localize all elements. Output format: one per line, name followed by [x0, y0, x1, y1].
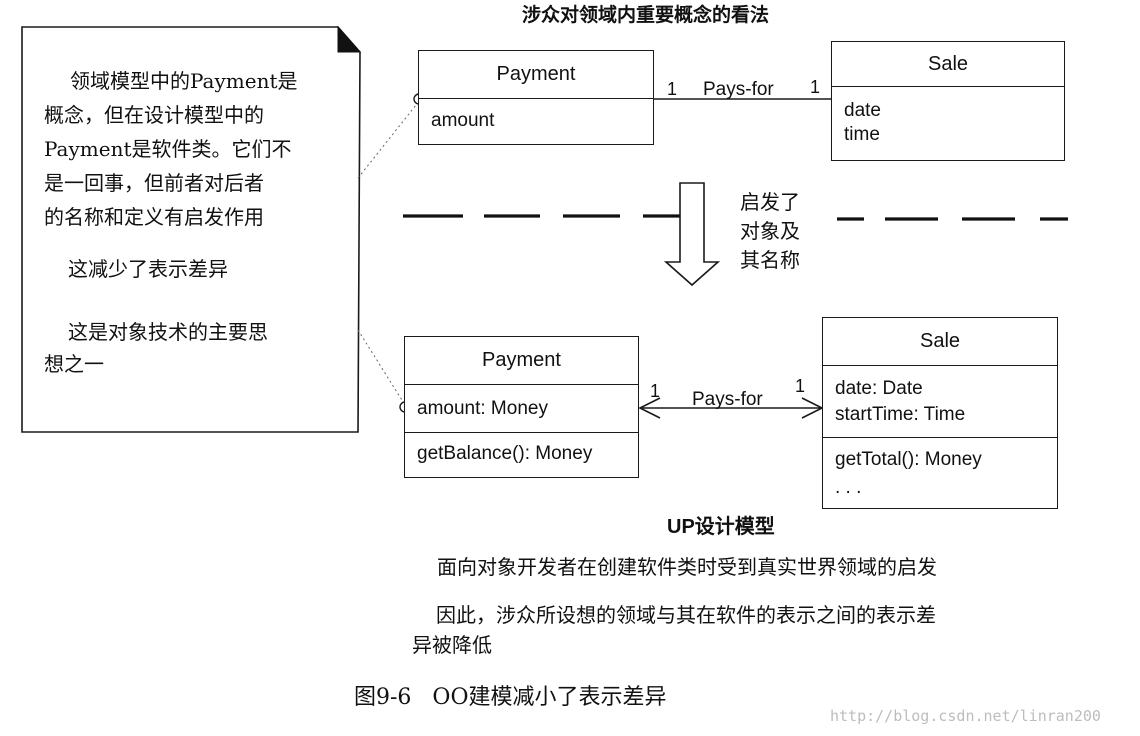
inspiration-label-line: 其名称: [740, 248, 800, 272]
note-anchor-bottom: [357, 329, 406, 406]
stakeholder-view-title: 涉众对领域内重要概念的看法: [522, 4, 770, 26]
note-anchor-top: [357, 99, 421, 179]
watermark-url: http://blog.csdn.net/linran200: [830, 707, 1101, 725]
description-line: 因此，涉众所设想的领域与其在软件的表示之间的表示差: [436, 603, 936, 627]
note-line: 是一回事，但前者对后者: [44, 171, 264, 195]
attribute: startTime: Time: [835, 404, 966, 425]
note-line: 这是对象技术的主要思: [68, 320, 268, 344]
inspiration-label: 启发了 对象及 其名称: [740, 188, 800, 275]
note-line: 想之一: [44, 352, 104, 376]
inspiration-label-line: 对象及: [740, 219, 800, 243]
note-line: 领域模型中的Payment是: [70, 69, 298, 93]
attribute: date: Date: [835, 378, 923, 399]
design-association-label: Pays-for: [692, 389, 763, 410]
model-separator-dashed-line: [403, 214, 1068, 221]
class-name: Sale: [832, 42, 1064, 87]
domain-association-label: Pays-for: [703, 79, 774, 100]
class-operations: getTotal(): Money . . .: [823, 438, 1057, 502]
design-mult-left: 1: [650, 381, 661, 401]
inspiration-down-arrow: [663, 182, 721, 287]
design-sale-class: Sale date: Date startTime: Time getTotal…: [822, 317, 1058, 509]
note-line: Payment是软件类。它们不: [44, 137, 292, 161]
domain-mult-right: 1: [810, 77, 821, 97]
attribute: amount: Money: [417, 398, 548, 419]
operation: . . .: [835, 477, 862, 498]
domain-payment-class: Payment amount: [418, 50, 654, 145]
attribute: time: [844, 124, 880, 145]
design-association-arrowhead-left: [638, 397, 661, 419]
design-description-1: 面向对象开发者在创建软件类时受到真实世界领域的启发: [437, 555, 937, 579]
note-line: 的名称和定义有启发作用: [44, 205, 264, 229]
operation: getTotal(): Money: [835, 449, 982, 470]
design-payment-class: Payment amount: Money getBalance(): Mone…: [404, 336, 639, 478]
operation: getBalance(): Money: [417, 443, 593, 464]
class-name: Payment: [405, 337, 638, 385]
class-attributes: date: Date startTime: Time: [823, 366, 1057, 438]
class-attributes: amount: Money: [405, 385, 638, 433]
figure-caption: 图9-6 OO建模减小了表示差异: [354, 685, 667, 710]
note-paragraph-3: 这是对象技术的主要思 想之一: [44, 316, 268, 380]
design-model-title: UP设计模型: [667, 516, 775, 538]
domain-mult-left: 1: [667, 79, 678, 99]
note-line: 概念，但在设计模型中的: [44, 103, 264, 127]
design-mult-right: 1: [795, 376, 806, 396]
class-name: Payment: [419, 51, 653, 99]
attribute: date: [844, 100, 881, 121]
domain-sale-class: Sale date time: [831, 41, 1065, 161]
note-fold-corner: [337, 25, 362, 53]
description-line: 异被降低: [412, 633, 492, 657]
note-box: [21, 26, 361, 433]
inspiration-label-line: 启发了: [740, 190, 800, 214]
attribute: amount: [431, 110, 495, 131]
note-paragraph-1: 领域模型中的Payment是 概念，但在设计模型中的 Payment是软件类。它…: [44, 64, 298, 234]
class-attributes: date time: [832, 87, 1064, 147]
class-name: Sale: [823, 318, 1057, 366]
note-paragraph-2: 这减少了表示差异: [68, 257, 228, 281]
class-attributes: amount: [419, 99, 653, 133]
design-description-2: 因此，涉众所设想的领域与其在软件的表示之间的表示差 异被降低: [412, 600, 936, 660]
class-operations: getBalance(): Money: [405, 433, 638, 466]
